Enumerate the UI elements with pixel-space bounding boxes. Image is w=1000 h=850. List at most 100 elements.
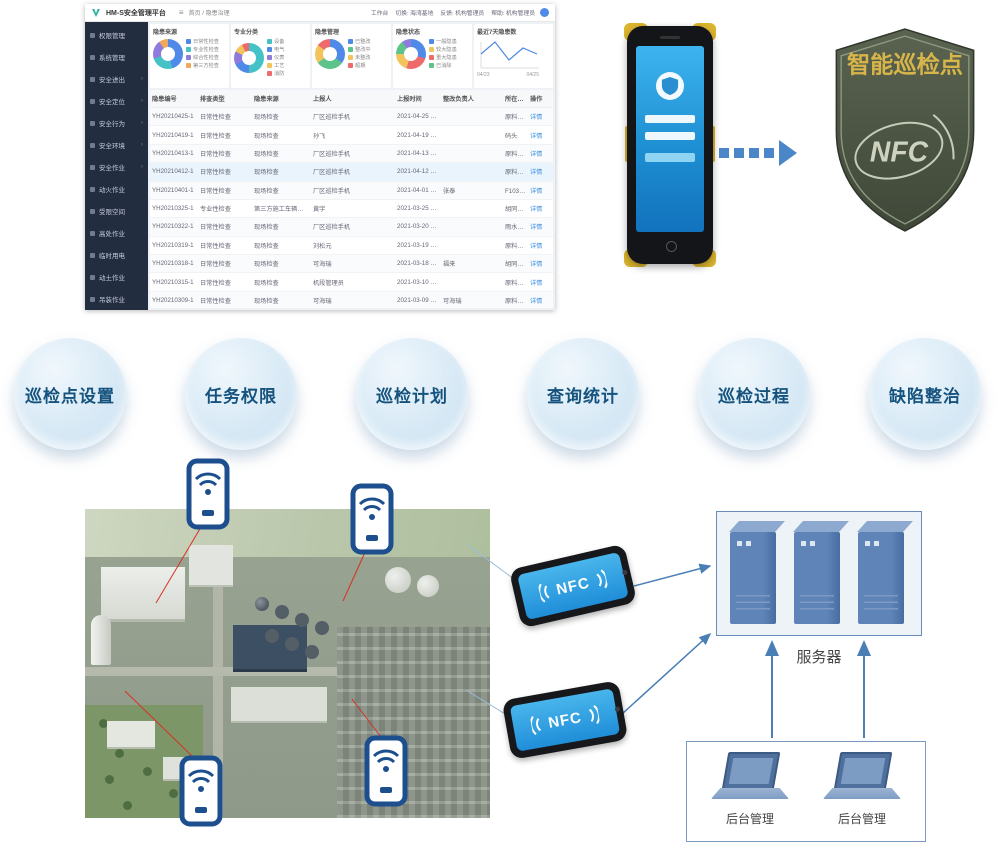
table-row[interactable]: YH20210318-1 日常性检查 现场检查 可海瑞 2021-03-18 0… xyxy=(150,254,553,274)
legend-item: 整改中 xyxy=(348,46,371,53)
cell-type: 日常性检查 xyxy=(198,181,252,200)
legend-color-dot xyxy=(186,63,191,68)
table-row[interactable]: YH20210425-1 日常性检查 现场检查 厂区巡检手机 2021-04-2… xyxy=(150,107,553,127)
detail-link[interactable]: 详情 xyxy=(528,254,553,274)
cell-time: 2021-04-12 08:59:37 xyxy=(395,162,441,182)
sidebar-item[interactable]: 安全进出 › xyxy=(85,68,148,90)
topbar-link[interactable]: 工作台 xyxy=(370,11,389,17)
user-avatar[interactable] xyxy=(540,8,549,17)
nfc-logo-text: NFC xyxy=(870,135,929,167)
sidebar-item[interactable]: 安全行为 › xyxy=(85,112,148,134)
sidebar-item[interactable]: 高处作业 xyxy=(85,222,148,244)
table-row[interactable]: YH20210419-1 日常性检查 现场检查 孙飞 2021-04-19 15… xyxy=(150,125,553,145)
sidebar-item[interactable]: 安全环境 › xyxy=(85,134,148,156)
detail-link[interactable]: 详情 xyxy=(528,272,553,292)
chevron-right-icon: › xyxy=(141,142,143,148)
breadcrumb: 首页 / 隐患治理 xyxy=(188,11,230,17)
table-row[interactable]: YH20210309-1 日常性检查 现场检查 可海瑞 2021-03-09 1… xyxy=(150,291,553,308)
legend-color-dot xyxy=(267,71,272,76)
cell-owner xyxy=(441,272,503,292)
legend-color-dot xyxy=(186,55,191,60)
legend-item: 未整改 xyxy=(348,54,371,61)
sidebar-item[interactable]: 系统管理 xyxy=(85,46,148,68)
legend-item: 日常性检查 xyxy=(186,38,219,45)
cell-type: 日常性检查 xyxy=(198,107,252,127)
legend-label: 较大隐患 xyxy=(436,47,457,53)
sidebar-item[interactable]: 权限管理 xyxy=(85,24,148,46)
cell-time: 2021-03-25 14:26:57 xyxy=(395,199,441,219)
username-input[interactable] xyxy=(645,115,695,123)
table-row[interactable]: YH20210315-1 日常性检查 现场检查 机段管理员 2021-03-10… xyxy=(150,272,553,292)
cell-id: YH20210315-1 xyxy=(150,272,198,292)
panel-title: 专业分类 xyxy=(234,30,259,36)
sidebar-item[interactable]: 安全定位 › xyxy=(85,90,148,112)
cell-area: 胡同、燃料运输 xyxy=(503,199,528,219)
legend-item: 综合性检查 xyxy=(186,54,219,61)
cell-owner xyxy=(441,217,503,237)
legend-label: 设备 xyxy=(274,39,285,45)
cell-owner: 张泰 xyxy=(441,181,503,200)
table-row[interactable]: YH20210325-1 专业性检查 第三方施工车辆检查 黄宇 2021-03-… xyxy=(150,199,553,219)
detail-link[interactable]: 详情 xyxy=(528,162,553,182)
nfc-phone-icon xyxy=(178,755,224,827)
donut-chart xyxy=(153,38,183,69)
cell-area: 原料罐区（二… xyxy=(503,162,528,182)
cell-time: 2021-04-13 22:36:21 xyxy=(395,144,441,164)
topbar-link[interactable]: 反馈: 机构管理员 xyxy=(440,11,485,17)
sidebar-item[interactable]: 吊装作业 xyxy=(85,288,148,310)
detail-link[interactable]: 详情 xyxy=(528,144,553,164)
table-row[interactable]: YH20210322-1 日常性检查 现场检查 厂区巡检手机 2021-03-2… xyxy=(150,217,553,237)
chevron-right-icon: › xyxy=(141,164,143,170)
panel-title: 隐患来源 xyxy=(153,30,178,36)
detail-link[interactable]: 详情 xyxy=(528,181,553,200)
cell-reporter: 厂区巡检手机 xyxy=(311,107,395,127)
password-input[interactable] xyxy=(645,132,695,140)
legend-item: 较大隐患 xyxy=(429,46,457,53)
sidebar-item-icon xyxy=(90,98,95,104)
detail-link[interactable]: 详情 xyxy=(528,217,553,237)
sidebar-item[interactable]: 临时用电 xyxy=(85,244,148,266)
detail-link[interactable]: 详情 xyxy=(528,199,553,219)
detail-link[interactable]: 详情 xyxy=(528,291,553,308)
donut-chart xyxy=(396,38,426,69)
sidebar-item-icon xyxy=(90,252,95,258)
legend-label: 重大隐患 xyxy=(436,55,457,61)
dashboard-screenshot: HM-S安全管理平台 ≡ 首页 / 隐患治理 工作台切换: 海湾基地反馈: 机构… xyxy=(85,4,555,310)
plant-silo xyxy=(91,615,111,665)
cell-id: YH20210319-1 xyxy=(150,236,198,256)
legend-color-dot xyxy=(348,39,353,44)
sidebar-item-label: 权限管理 xyxy=(99,33,125,40)
table-header-cell: 排查类型 xyxy=(198,90,252,108)
table-row[interactable]: YH20210413-1 日常性检查 现场检查 厂区巡检手机 2021-04-1… xyxy=(150,144,553,164)
table-header-cell: 上报时间 xyxy=(395,90,441,108)
shield-inner-border xyxy=(840,35,970,225)
server-tower xyxy=(794,532,840,624)
home-button[interactable] xyxy=(666,241,677,252)
legend-label: 未整改 xyxy=(355,55,371,61)
detail-link[interactable]: 详情 xyxy=(528,107,553,127)
sidebar-item[interactable]: 受限空间 xyxy=(85,200,148,222)
laptop-icon xyxy=(711,752,789,808)
table-row[interactable]: YH20210401-1 日常性检查 现场检查 厂区巡检手机 2021-04-0… xyxy=(150,181,553,200)
cell-time: 2021-03-10 10:00:35 xyxy=(395,272,441,292)
sidebar-item[interactable]: 动火作业 xyxy=(85,178,148,200)
nfc-device-label: NFC xyxy=(546,708,584,732)
detail-link[interactable]: 详情 xyxy=(528,236,553,256)
table-row[interactable]: YH20210319-1 日常性检查 现场检查 刘松元 2021-03-19 1… xyxy=(150,236,553,256)
sidebar-item[interactable]: 安全作业 › xyxy=(85,156,148,178)
cell-owner xyxy=(441,125,503,145)
sidebar-item[interactable]: 动土作业 xyxy=(85,266,148,288)
table-row[interactable]: YH20210412-1 日常性检查 现场检查 厂区巡检手机 2021-04-1… xyxy=(150,162,553,182)
detail-link[interactable]: 详情 xyxy=(528,125,553,145)
cell-type: 日常性检查 xyxy=(198,254,252,274)
login-button[interactable] xyxy=(645,153,695,162)
cooling-towers xyxy=(255,597,269,611)
login-screen xyxy=(636,46,704,232)
sidebar-item-icon xyxy=(90,76,95,82)
topbar-link[interactable]: 帮助: 机构管理员 xyxy=(491,11,535,17)
menu-icon[interactable]: ≡ xyxy=(178,8,184,17)
trend-chart xyxy=(480,41,539,69)
topbar-link[interactable]: 切换: 海湾基地 xyxy=(395,11,434,17)
sidebar-item-icon xyxy=(90,120,95,126)
legend-item: 消防 xyxy=(267,70,284,77)
